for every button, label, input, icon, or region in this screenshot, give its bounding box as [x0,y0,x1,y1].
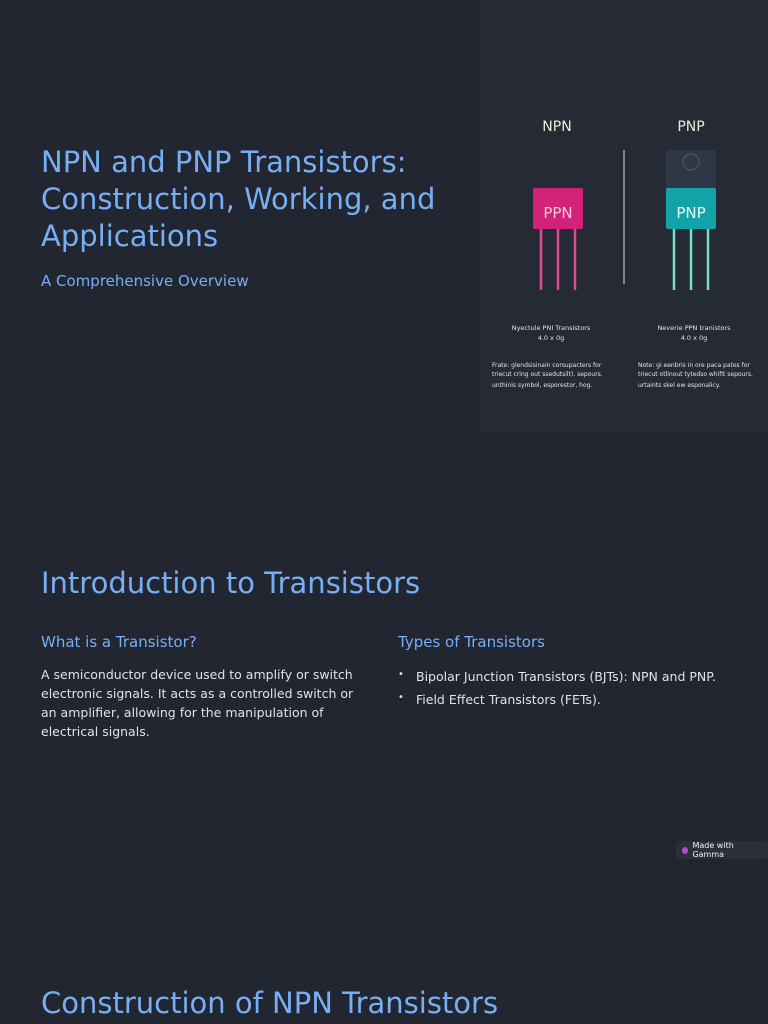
list-item-text: Field Effect Transistors (FETs). [416,692,601,707]
left-note-line: triecut cring out ssedutsilt). sepours. [492,371,603,378]
left-transistor-body [533,188,583,229]
types-list: • Bipolar Junction Transistors (BJTs): NP… [398,665,738,711]
transistor-illustration: NPN PNP PPN PNP Nyectule PNI Transistors… [480,0,768,432]
npn-header: NPN [542,119,571,135]
intro-title: Introduction to Transistors [41,566,421,600]
right-caption: Neverie PPN tranistors [657,324,731,332]
made-with-gamma-badge[interactable]: Made with Gamma [676,841,768,859]
left-caption: Nyectule PNI Transistors [512,324,591,332]
right-note-line: urtaints skel ew esponalicy. [638,382,720,389]
gamma-logo-icon [682,846,689,854]
types-heading: Types of Transistors [398,633,545,651]
badge-label: Made with Gamma [692,841,734,859]
right-note-line: Note: gi eenbris in ore paca pates for [638,362,750,369]
mounting-hole-icon [682,153,700,171]
left-chip-label: PPN [543,204,572,222]
list-item: • Bipolar Junction Transistors (BJTs): NP… [398,665,738,688]
left-note-line: Frate: glendsisinain corsupacters for [492,362,602,369]
hero-subtitle: A Comprehensive Overview [41,272,249,290]
list-item-text: Bipolar Junction Transistors (BJTs): NPN… [416,669,716,684]
right-note-line: triecut otlinout tytedso whifit sepours. [638,371,753,378]
left-note-line: unthinis symbol, esporestor, hog. [492,382,592,389]
list-item: • Field Effect Transistors (FETs). [398,688,738,711]
pnp-header: PNP [677,119,704,135]
right-chip-label: PNP [676,204,705,222]
npn-construction-title: Construction of NPN Transistors [41,986,499,1020]
left-caption-size: 4.0 x 0g [538,334,565,342]
what-heading: What is a Transistor? [41,633,197,651]
bullet-icon: • [398,692,404,703]
what-body: A semiconductor device used to amplify o… [41,667,354,739]
what-is-transistor-section: What is a Transistor? A semiconductor de… [41,633,366,741]
right-caption-size: 4.0 x 0g [681,334,708,342]
hero-title: NPN and PNP Transistors: Construction, W… [41,145,436,253]
types-section: Types of Transistors • Bipolar Junction T… [398,633,738,711]
bullet-icon: • [398,669,404,680]
right-transistor-body [666,188,716,229]
